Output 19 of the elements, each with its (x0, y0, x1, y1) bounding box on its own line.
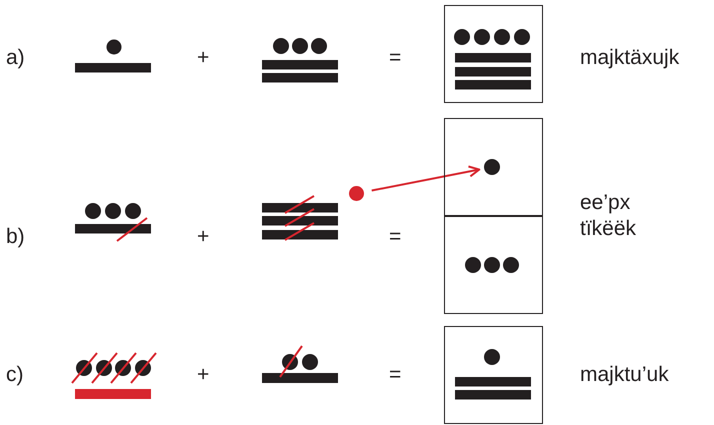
plus-sign: + (197, 362, 210, 388)
row-letter: b) (6, 224, 25, 250)
number-word: majktäxujk (580, 45, 680, 71)
equals-sign: = (389, 224, 402, 250)
row-letter: c) (6, 362, 24, 388)
number-word: majktu’uk (580, 362, 669, 388)
number-word: ee’px tïkëëk (580, 190, 638, 242)
arrow (372, 166, 480, 192)
plus-sign: + (197, 224, 210, 250)
plus-sign: + (197, 45, 210, 71)
numeral-box (444, 326, 543, 424)
carry-dot (349, 186, 364, 201)
equals-sign: = (389, 45, 402, 71)
dot (484, 158, 500, 174)
numeral-box (444, 118, 543, 217)
numeral-box (444, 5, 543, 103)
numeral-box (444, 215, 543, 314)
row-letter: a) (6, 45, 25, 71)
equals-sign: = (389, 362, 402, 388)
